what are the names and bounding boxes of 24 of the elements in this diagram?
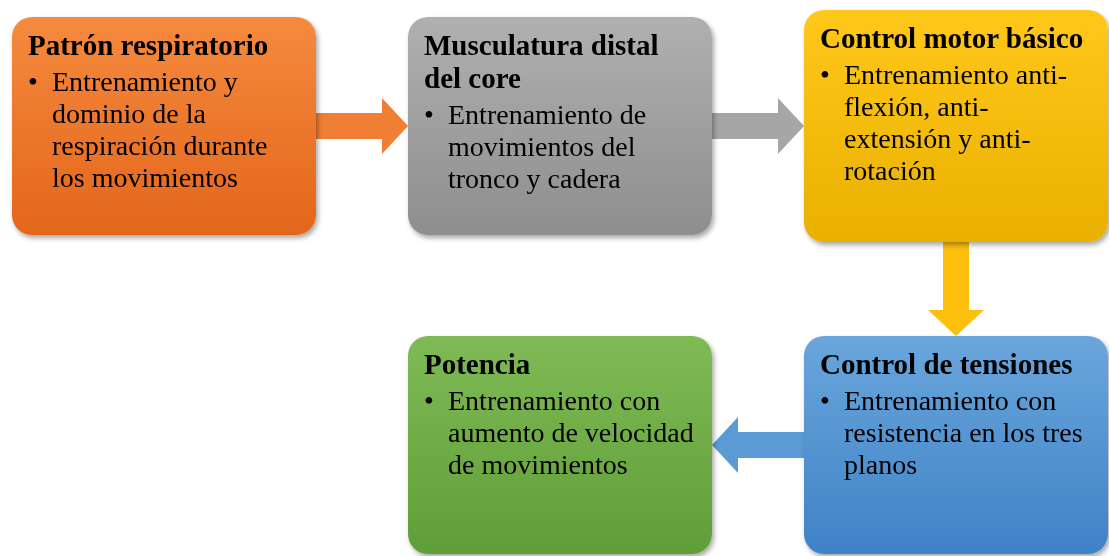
bullet-marker: • bbox=[424, 385, 434, 416]
block-arrow bbox=[316, 98, 408, 154]
box-heading: Control motor básico bbox=[820, 22, 1085, 55]
block-arrow bbox=[928, 242, 984, 336]
box-heading: Control de tensiones bbox=[820, 348, 1074, 381]
bullet-marker: • bbox=[28, 66, 38, 97]
process-box bbox=[12, 17, 316, 235]
process-box bbox=[804, 336, 1108, 554]
bullet-text: Entrenamiento y dominio de la respiración durante los movimientos bbox=[52, 66, 269, 194]
bullet-text: Entrenamiento anti-flexión, anti-extensión y anti-rotación bbox=[844, 59, 1069, 187]
bullet-marker: • bbox=[820, 59, 830, 90]
bullet-marker: • bbox=[424, 99, 434, 130]
process-box bbox=[408, 336, 712, 554]
block-arrow bbox=[712, 98, 804, 154]
box-heading: Potencia bbox=[424, 348, 532, 381]
block-arrow bbox=[712, 417, 804, 473]
bullet-text: Entrenamiento de movimientos del tronco y cadera bbox=[448, 99, 648, 195]
process-box bbox=[408, 17, 712, 235]
box-heading: Musculatura distal del core bbox=[424, 29, 660, 95]
bullet-text: Entrenamiento con aumento de velocidad de movimientos bbox=[448, 385, 695, 481]
bullet-text: Entrenamiento con resistencia en los tres planos bbox=[844, 385, 1084, 481]
bullet-marker: • bbox=[820, 385, 830, 416]
process-box bbox=[804, 10, 1108, 242]
box-heading: Patrón respiratorio bbox=[28, 29, 270, 62]
